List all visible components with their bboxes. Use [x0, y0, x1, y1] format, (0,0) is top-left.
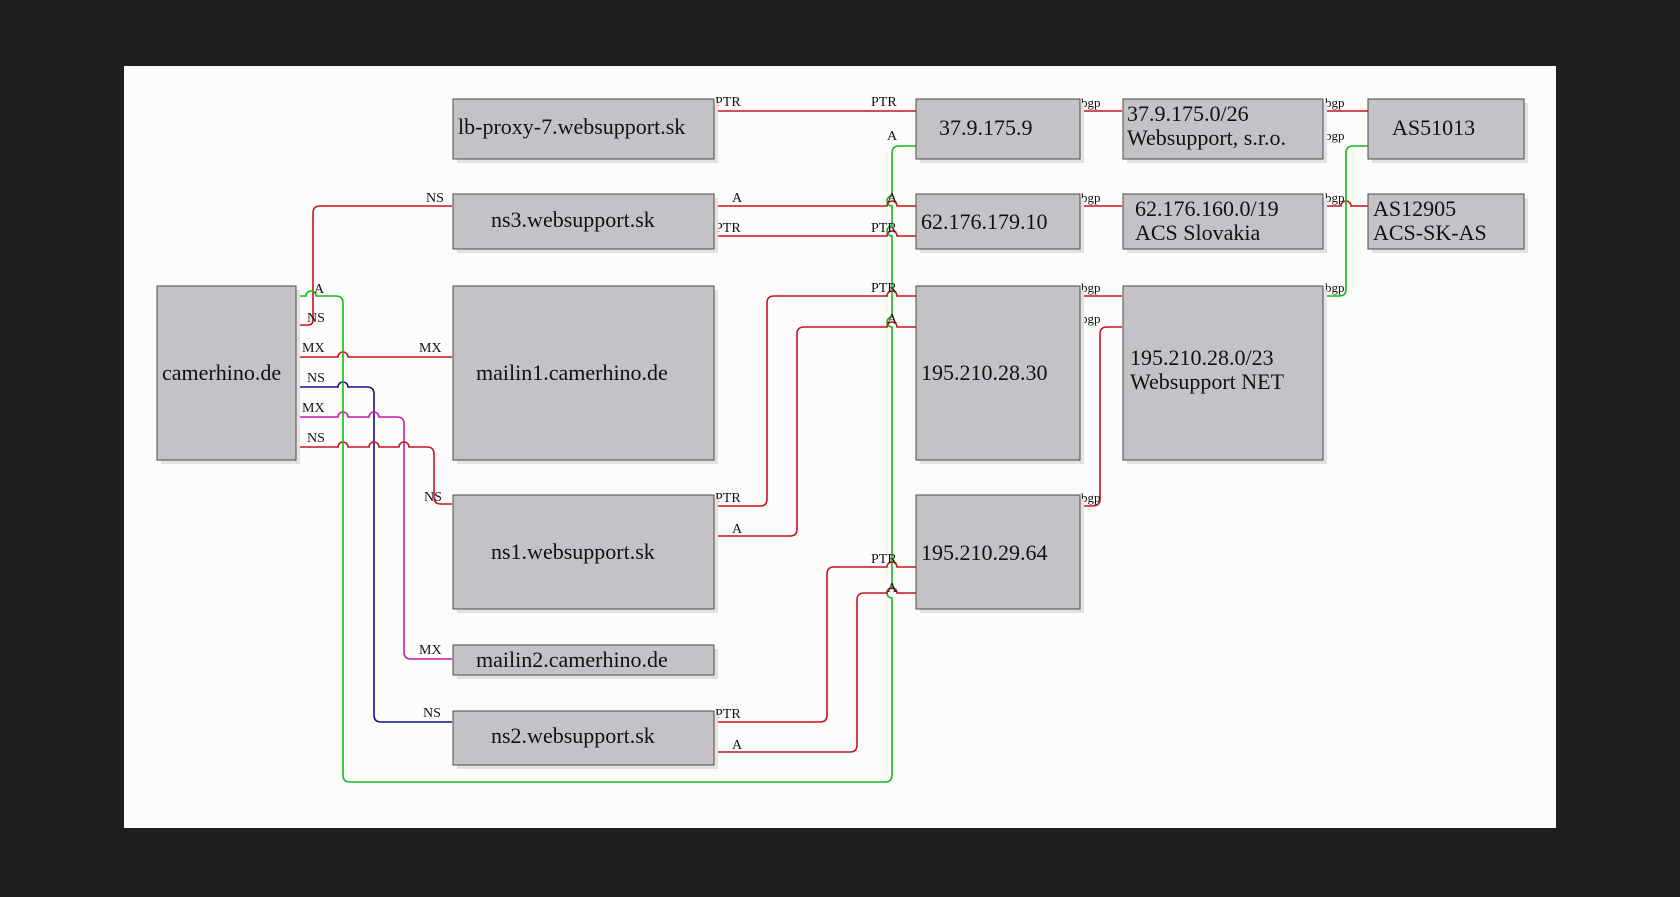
- edge-label: PTR: [871, 95, 897, 110]
- edge-label: MX: [419, 341, 442, 356]
- edge-ns3-ip62-a: [714, 200, 916, 207]
- node-lbproxy[interactable]: lb-proxy-7.websupport.sk: [452, 98, 718, 163]
- edge-label: NS: [307, 431, 325, 446]
- edge-camerhino-ns1: [298, 441, 452, 505]
- node-label: ns2.websupport.sk: [491, 723, 655, 748]
- node-net-195[interactable]: 195.210.28.0/23 Websupport NET: [1122, 285, 1327, 464]
- edge-label: bgp: [1325, 128, 1345, 143]
- node-label: camerhino.de: [162, 360, 281, 385]
- edge-label: NS: [424, 490, 442, 505]
- node-label: 37.9.175.9: [939, 115, 1033, 140]
- edge-label: A: [887, 129, 898, 144]
- edge-label: A: [887, 191, 898, 206]
- node-label: 195.210.28.30: [921, 360, 1048, 385]
- edge-label: MX: [302, 341, 325, 356]
- edge-camerhino-ns2: [298, 381, 452, 723]
- node-label: AS51013: [1392, 115, 1475, 140]
- edge-label: NS: [307, 371, 325, 386]
- node-label: mailin2.camerhino.de: [476, 647, 668, 672]
- node-mailin1[interactable]: mailin1.camerhino.de: [452, 285, 718, 464]
- edge-camerhino-ns3: [298, 205, 452, 326]
- node-label: 195.210.28.0/23: [1130, 345, 1274, 370]
- edge-ns1-ip195-28-a: [714, 321, 916, 537]
- node-label: AS12905: [1373, 196, 1456, 221]
- edge-net195-as51013: [1323, 145, 1368, 297]
- edge-ns2-ip195-29-ptr: [714, 561, 916, 723]
- edge-label: NS: [307, 311, 325, 326]
- edge-label: bgp: [1325, 95, 1345, 110]
- edge-label: PTR: [715, 707, 741, 722]
- node-net-62[interactable]: 62.176.160.0/19 ACS Slovakia: [1122, 193, 1327, 253]
- edge-label: PTR: [871, 552, 897, 567]
- node-label: Websupport, s.r.o.: [1127, 125, 1286, 150]
- edge-label: bgp: [1081, 95, 1101, 110]
- node-label: ns3.websupport.sk: [491, 207, 655, 232]
- node-ip-195-29[interactable]: 195.210.29.64: [915, 494, 1084, 613]
- node-ip-37[interactable]: 37.9.175.9: [915, 98, 1084, 163]
- node-label: 62.176.160.0/19: [1135, 196, 1279, 221]
- edge-label: bgp: [1325, 280, 1345, 295]
- edge-label: bgp: [1081, 280, 1101, 295]
- edge-label: PTR: [715, 491, 741, 506]
- edge-label: A: [732, 191, 743, 206]
- node-label: ns1.websupport.sk: [491, 539, 655, 564]
- edge-label: A: [887, 581, 898, 596]
- node-camerhino[interactable]: camerhino.de: [156, 285, 300, 464]
- node-ip-62[interactable]: 62.176.179.10: [915, 193, 1084, 253]
- edge-label: PTR: [871, 221, 897, 236]
- edge-label: PTR: [871, 281, 897, 296]
- edge-label: MX: [302, 401, 325, 416]
- edge-label: bgp: [1081, 490, 1101, 505]
- node-label: 62.176.179.10: [921, 209, 1048, 234]
- node-as51013[interactable]: AS51013: [1367, 98, 1528, 163]
- edge-label: A: [887, 312, 898, 327]
- node-label: 195.210.29.64: [921, 540, 1048, 565]
- edge-ns3-ip62-ptr: [714, 230, 916, 237]
- edge-ns1-ip195-28-ptr: [714, 290, 916, 507]
- node-ip-195-28[interactable]: 195.210.28.30: [915, 285, 1084, 464]
- node-mailin2[interactable]: mailin2.camerhino.de: [452, 644, 718, 679]
- edge-label: NS: [426, 191, 444, 206]
- edge-label: bgp: [1325, 190, 1345, 205]
- node-label: ACS-SK-AS: [1373, 220, 1487, 245]
- edge-ip195-29-net195: [1080, 326, 1122, 507]
- node-as12905[interactable]: AS12905 ACS-SK-AS: [1367, 193, 1528, 253]
- edge-label: A: [732, 738, 743, 753]
- edge-label: bgp: [1081, 311, 1101, 326]
- node-ns1[interactable]: ns1.websupport.sk: [452, 494, 718, 613]
- node-net-37[interactable]: 37.9.175.0/26 Websupport, s.r.o.: [1122, 98, 1327, 163]
- edge-label: MX: [419, 643, 442, 658]
- edge-label: bgp: [1081, 190, 1101, 205]
- node-label: Websupport NET: [1130, 369, 1285, 394]
- edge-camerhino-mailin2: [298, 411, 452, 660]
- edge-label: A: [732, 522, 743, 537]
- node-label: lb-proxy-7.websupport.sk: [458, 114, 685, 139]
- edge-label: NS: [423, 706, 441, 721]
- edge-label: PTR: [715, 95, 741, 110]
- node-label: ACS Slovakia: [1135, 220, 1261, 245]
- edge-label: PTR: [715, 221, 741, 236]
- edge-ns2-ip195-29-a: [714, 587, 916, 753]
- node-label: mailin1.camerhino.de: [476, 360, 668, 385]
- node-ns3[interactable]: ns3.websupport.sk: [452, 193, 718, 253]
- node-label: 37.9.175.0/26: [1127, 101, 1249, 126]
- node-ns2[interactable]: ns2.websupport.sk: [452, 710, 718, 769]
- edge-label: A: [314, 282, 325, 297]
